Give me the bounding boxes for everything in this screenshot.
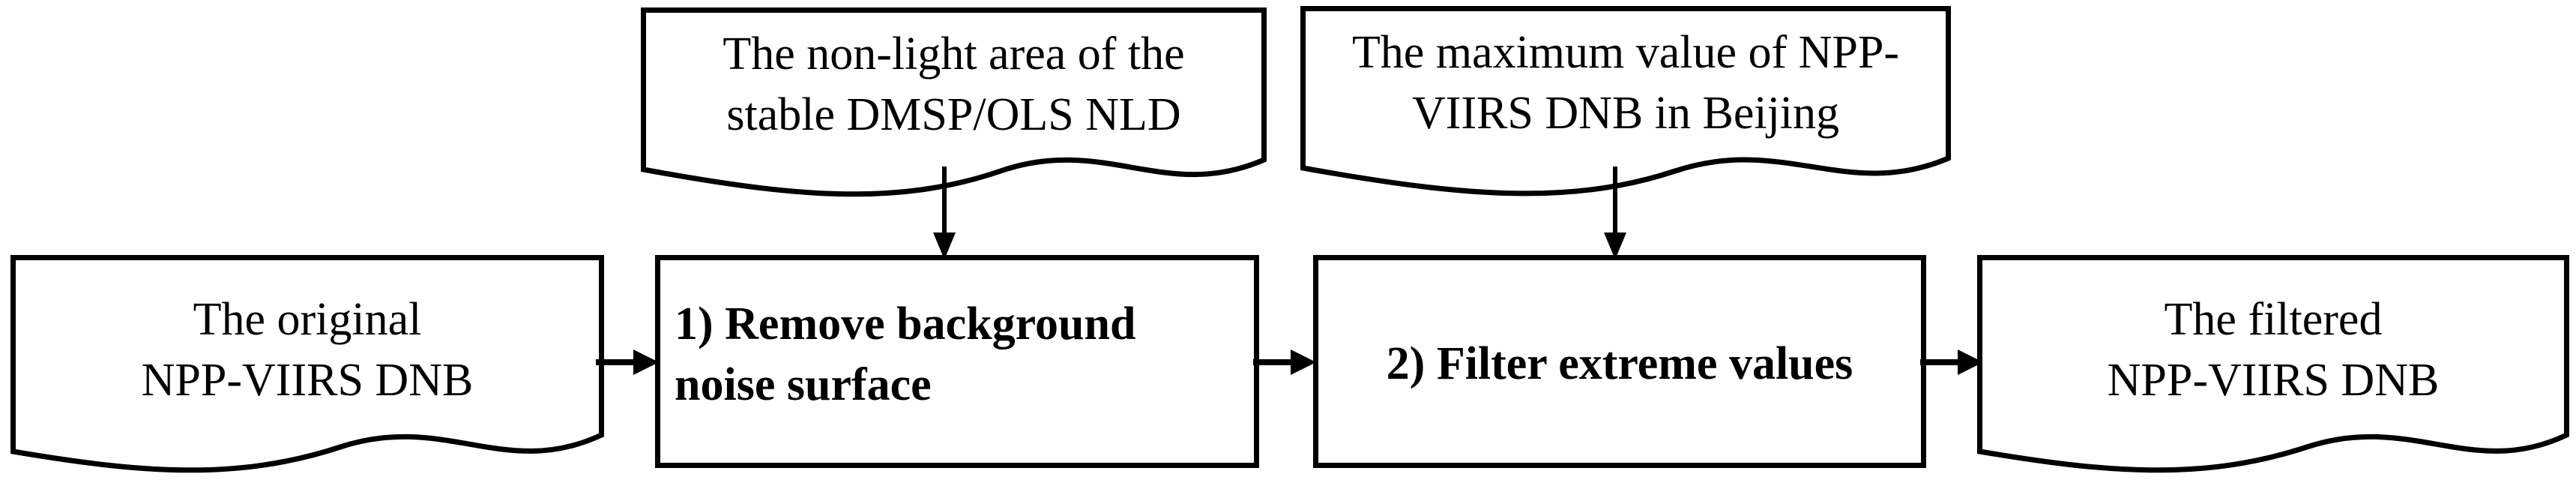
down-arrow-icon — [933, 166, 956, 260]
connector-step1-to-step2 — [1253, 345, 1318, 380]
output-document-outline — [1977, 255, 2569, 473]
right-arrow-icon — [1253, 350, 1316, 375]
aux-document-2-outline — [1300, 6, 1951, 196]
process-step-2-outline — [1313, 255, 1926, 468]
right-arrow-icon — [1920, 350, 1983, 375]
right-arrow-icon — [596, 350, 659, 375]
node-output-document[interactable]: The filtered NPP-VIIRS DNB — [1977, 255, 2569, 480]
input-document-outline — [10, 255, 604, 473]
node-input-document[interactable]: The original NPP-VIIRS DNB — [10, 255, 604, 480]
down-arrow-icon — [1604, 166, 1626, 260]
process-step-1-outline — [655, 255, 1259, 468]
node-process-step-2[interactable]: 2) Filter extreme values — [1313, 255, 1926, 468]
aux-document-1-outline — [641, 8, 1267, 197]
connector-aux1-to-step1 — [929, 166, 959, 261]
connector-aux2-to-step2 — [1600, 166, 1630, 261]
connector-step2-to-output — [1920, 345, 1985, 380]
node-process-step-1[interactable]: 1) Remove background noise surface — [655, 255, 1259, 468]
connector-input-to-step1 — [596, 345, 660, 380]
